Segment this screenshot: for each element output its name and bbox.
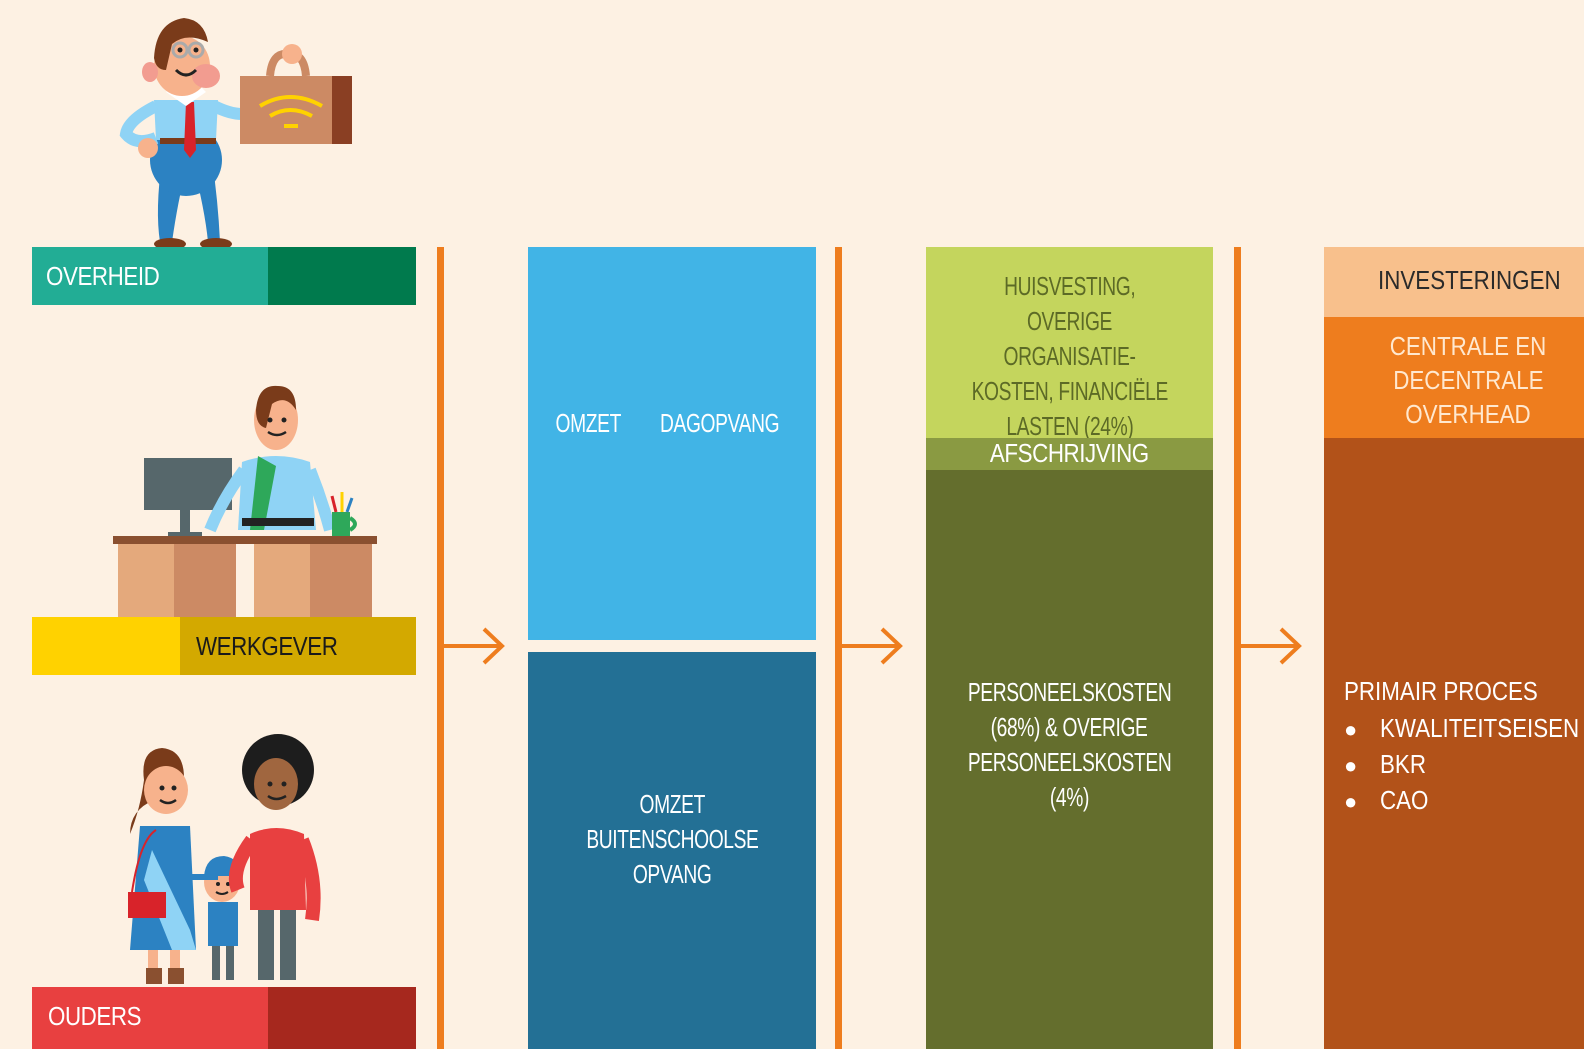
primair-proces-list: ● KWALITEITSEISEN ● BKR ● CAO [1344, 711, 1584, 819]
text-line: OMZET [555, 408, 621, 438]
text-line: PRIMAIR PROCES [1344, 676, 1538, 706]
text-line: AFSCHRIJVING [990, 438, 1149, 468]
omzet-buitenschoolse-block: OMZET BUITENSCHOOLSE OPVANG [528, 652, 816, 1049]
ouders-bar-light: OUDERS [32, 987, 268, 1049]
overhead-block: CENTRALE EN DECENTRALE OVERHEAD [1324, 317, 1584, 438]
overheid-bar: OVERHEID [32, 247, 416, 305]
huisvesting-text: HUISVESTING, OVERIGE ORGANISATIE- KOSTEN… [926, 269, 1213, 444]
omzet-dagopvang-block: OMZET DAGOPVANG [528, 247, 816, 640]
investeringen-text: INVESTERINGEN [1378, 265, 1584, 296]
afschrijving-text: AFSCHRIJVING [926, 436, 1213, 471]
text-line: KOSTEN, FINANCIËLE [971, 376, 1168, 406]
ouders-bar: OUDERS [32, 987, 416, 1049]
ouders-bar-dark [268, 987, 416, 1049]
government-official-illustration [119, 18, 352, 250]
text-line: OPVANG [632, 859, 712, 889]
investeringen-block: INVESTERINGEN [1324, 247, 1584, 317]
bullet-icon: ● [1344, 753, 1358, 778]
separator-line-2 [835, 247, 842, 1049]
text-line: KWALITEITSEISEN [1380, 713, 1580, 743]
arrow-right-icon [444, 627, 505, 665]
text-line: BUITENSCHOOLSE [585, 824, 759, 854]
separator-line-1 [437, 247, 444, 1049]
text-line: INVESTERINGEN [1378, 265, 1561, 295]
omzet-dagopvang-text: OMZET DAGOPVANG [528, 406, 816, 441]
parents-family-illustration [128, 734, 321, 984]
text-line: CENTRALE EN [1389, 331, 1547, 361]
text-line: OMZET [639, 789, 705, 819]
overheid-bar-dark [268, 247, 416, 305]
bullet-icon: ● [1344, 789, 1358, 814]
text-line: PERSONEELSKOSTEN [967, 747, 1172, 777]
werkgever-label: WERKGEVER [196, 631, 338, 661]
bullet-icon: ● [1344, 717, 1358, 742]
employer-illustration [113, 385, 377, 620]
text-line: (4%) [1049, 782, 1090, 812]
list-item: ● BKR [1344, 747, 1584, 783]
text-line: PERSONEELSKOSTEN [967, 677, 1172, 707]
text-line: CAO [1380, 785, 1429, 815]
ouders-label: OUDERS [48, 1001, 142, 1031]
personeelskosten-text: PERSONEELSKOSTEN (68%) & OVERIGE PERSONE… [926, 675, 1213, 815]
werkgever-bar-dark: WERKGEVER [180, 617, 416, 675]
werkgever-bar: WERKGEVER [32, 617, 416, 675]
text-line: (68%) & OVERIGE [991, 712, 1148, 742]
list-item: ● CAO [1344, 783, 1584, 819]
overhead-text: CENTRALE EN DECENTRALE OVERHEAD [1324, 329, 1584, 431]
text-line: LASTEN (24%) [1005, 411, 1133, 441]
personeelskosten-block: PERSONEELSKOSTEN (68%) & OVERIGE PERSONE… [926, 470, 1213, 1049]
omzet-buitenschoolse-text: OMZET BUITENSCHOOLSE OPVANG [528, 787, 816, 892]
overheid-label: OVERHEID [46, 261, 160, 291]
overheid-bar-light: OVERHEID [32, 247, 268, 305]
werkgever-bar-light [32, 617, 180, 675]
list-item: ● KWALITEITSEISEN [1344, 711, 1584, 747]
text-line: BKR [1380, 749, 1426, 779]
primair-proces-block: PRIMAIR PROCES ● KWALITEITSEISEN ● BKR ● CA… [1324, 438, 1584, 1049]
text-line: DECENTRALE [1392, 365, 1544, 395]
huisvesting-block: HUISVESTING, OVERIGE ORGANISATIE- KOSTEN… [926, 247, 1213, 441]
text-line: OVERIGE ORGANISATIE- [1003, 306, 1136, 371]
primair-proces-title: PRIMAIR PROCES [1344, 676, 1569, 707]
afschrijving-block: AFSCHRIJVING [926, 438, 1213, 470]
arrow-right-icon [842, 627, 903, 665]
text-line: HUISVESTING, [1003, 271, 1136, 301]
arrow-right-icon [1241, 627, 1302, 665]
separator-line-3 [1234, 247, 1241, 1049]
text-line: OVERHEAD [1405, 399, 1531, 429]
text-line: DAGOPVANG [660, 408, 780, 438]
